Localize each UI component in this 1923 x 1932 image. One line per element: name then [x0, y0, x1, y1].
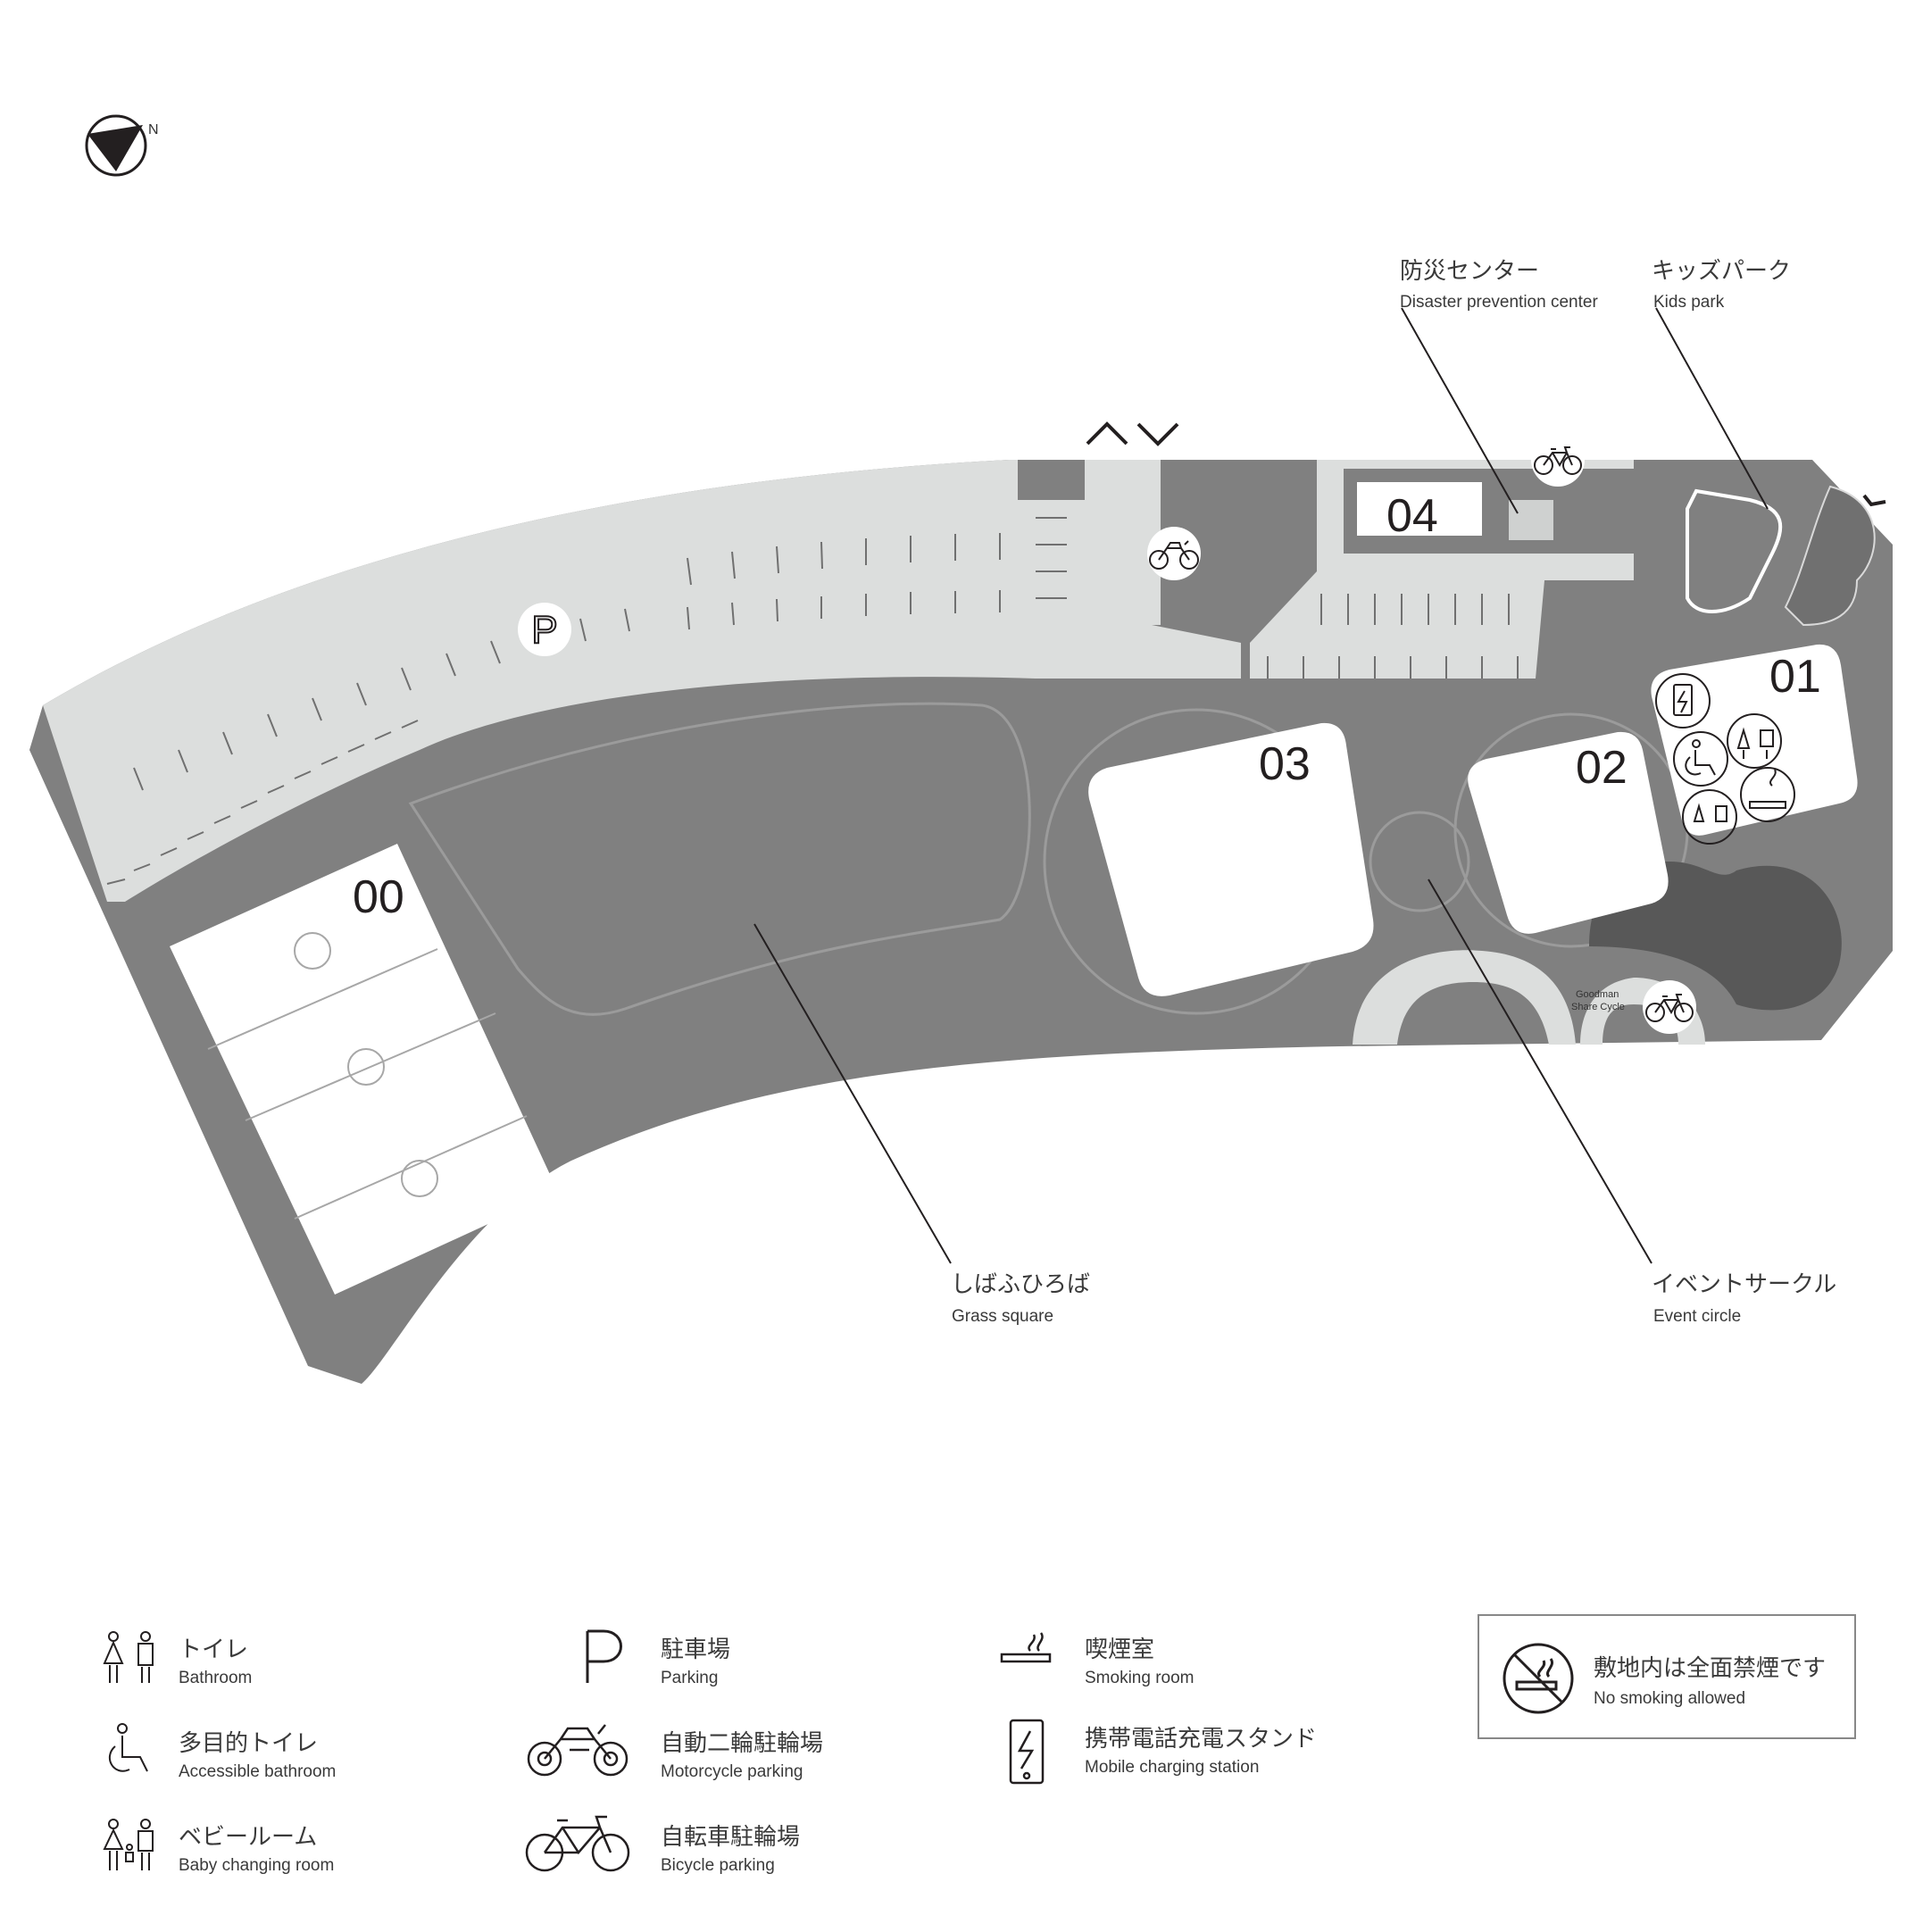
wheelchair-icon: [1673, 731, 1728, 787]
legend-accessible-jp: 多目的トイレ: [179, 1730, 319, 1757]
driveway: [1085, 460, 1161, 625]
callout-event-jp: イベントサークル: [1652, 1271, 1836, 1298]
legend-parking-en: Parking: [661, 1669, 719, 1687]
mobile-charging-icon: [1009, 1719, 1045, 1785]
event-circle: [1369, 811, 1470, 912]
baby-changing-icon: [103, 1819, 154, 1870]
motorcycle-parking-icon: [1147, 527, 1201, 580]
legend-motorcycle-jp: 自動二輪駐輪場: [661, 1730, 824, 1757]
building-01: [1651, 644, 1858, 836]
building-04: [1357, 482, 1482, 536]
area-label-02: 02: [1576, 742, 1627, 794]
area-label-04: 04: [1386, 490, 1438, 542]
parking-icon: P: [518, 603, 571, 656]
parking-stalls: [106, 517, 1519, 885]
restroom-icon: [103, 1631, 154, 1683]
bicycle-parking-icon: [1531, 433, 1585, 487]
no-smoking-notice: 敷地内は全面禁煙です No smoking allowed: [1478, 1614, 1856, 1739]
no-smoking-icon: [1503, 1643, 1574, 1714]
building-03: [1088, 722, 1374, 996]
legend-smoking-en: Smoking room: [1085, 1669, 1195, 1687]
north-label: N: [148, 122, 159, 137]
smoking-icon: [1000, 1632, 1052, 1663]
parking-icon: [586, 1629, 622, 1683]
share-cycle-label-1: Goodman: [1576, 989, 1619, 1000]
callout-event-en: Event circle: [1653, 1307, 1741, 1326]
svg-text:P: P: [531, 608, 557, 652]
smoking-icon: [1740, 767, 1795, 822]
restroom-icon: [1727, 713, 1782, 769]
bicycle-icon: [525, 1815, 630, 1872]
legend-bicycle-en: Bicycle parking: [661, 1856, 775, 1875]
mobile-charging-icon: [1655, 673, 1711, 729]
legend-bathroom-en: Bathroom: [179, 1669, 253, 1687]
legend-parking-jp: 駐車場: [661, 1636, 731, 1663]
kids-park: [1686, 488, 1783, 613]
legend-motorcycle: 自動二輪駐輪場 Motorcycle parking: [525, 1714, 882, 1786]
building-01-icons: [1655, 673, 1795, 845]
area-label-03: 03: [1259, 738, 1311, 790]
legend-baby-en: Baby changing room: [179, 1856, 335, 1875]
callout-disaster-en: Disaster prevention center: [1400, 293, 1598, 312]
soccer-field-markings: [207, 932, 528, 1220]
parking-lot: [43, 460, 1241, 902]
legend-charging-en: Mobile charging station: [1085, 1758, 1260, 1777]
legend-charging-jp: 携帯電話充電スタンド: [1085, 1726, 1318, 1753]
baby-changing-icon: [1682, 789, 1737, 845]
callout-lines: [753, 307, 1769, 1264]
callout-kids-en: Kids park: [1653, 293, 1725, 312]
entrance-arrows-icon: [1086, 421, 1886, 507]
disaster-center-annex: [1509, 500, 1553, 540]
motorcycle-icon: [527, 1724, 629, 1777]
callout-kids-jp: キッズパーク: [1652, 258, 1791, 285]
no-smoking-jp: 敷地内は全面禁煙です: [1594, 1655, 1827, 1682]
area-label-01: 01: [1769, 651, 1821, 703]
callout-disaster-jp: 防災センター: [1400, 258, 1539, 285]
kids-park-trees: [1784, 485, 1876, 627]
north-arrow-icon: N: [85, 114, 159, 177]
grass-square: [408, 702, 1031, 1016]
legend-baby-jp: ベビールーム: [179, 1824, 318, 1851]
legend-bicycle-jp: 自転車駐輪場: [661, 1824, 801, 1851]
share-cycle-label-2: Share Cycle: [1571, 1002, 1625, 1012]
wheelchair-icon: [109, 1723, 148, 1772]
callout-grass-jp: しばふひろば: [951, 1271, 1090, 1298]
legend-accessible-en: Accessible bathroom: [179, 1762, 337, 1781]
roundabout: [1353, 950, 1576, 1045]
legend-motorcycle-en: Motorcycle parking: [661, 1762, 803, 1781]
no-smoking-en: No smoking allowed: [1594, 1689, 1746, 1708]
legend-bicycle: 自転車駐輪場 Bicycle parking: [525, 1808, 882, 1879]
area-label-00: 00: [353, 871, 404, 923]
callout-grass-en: Grass square: [952, 1307, 1053, 1326]
building-02: [1468, 731, 1669, 934]
legend-smoking-jp: 喫煙室: [1085, 1636, 1155, 1663]
share-cycle-bicycle-icon: [1643, 980, 1696, 1034]
legend-bathroom-jp: トイレ: [179, 1636, 249, 1663]
